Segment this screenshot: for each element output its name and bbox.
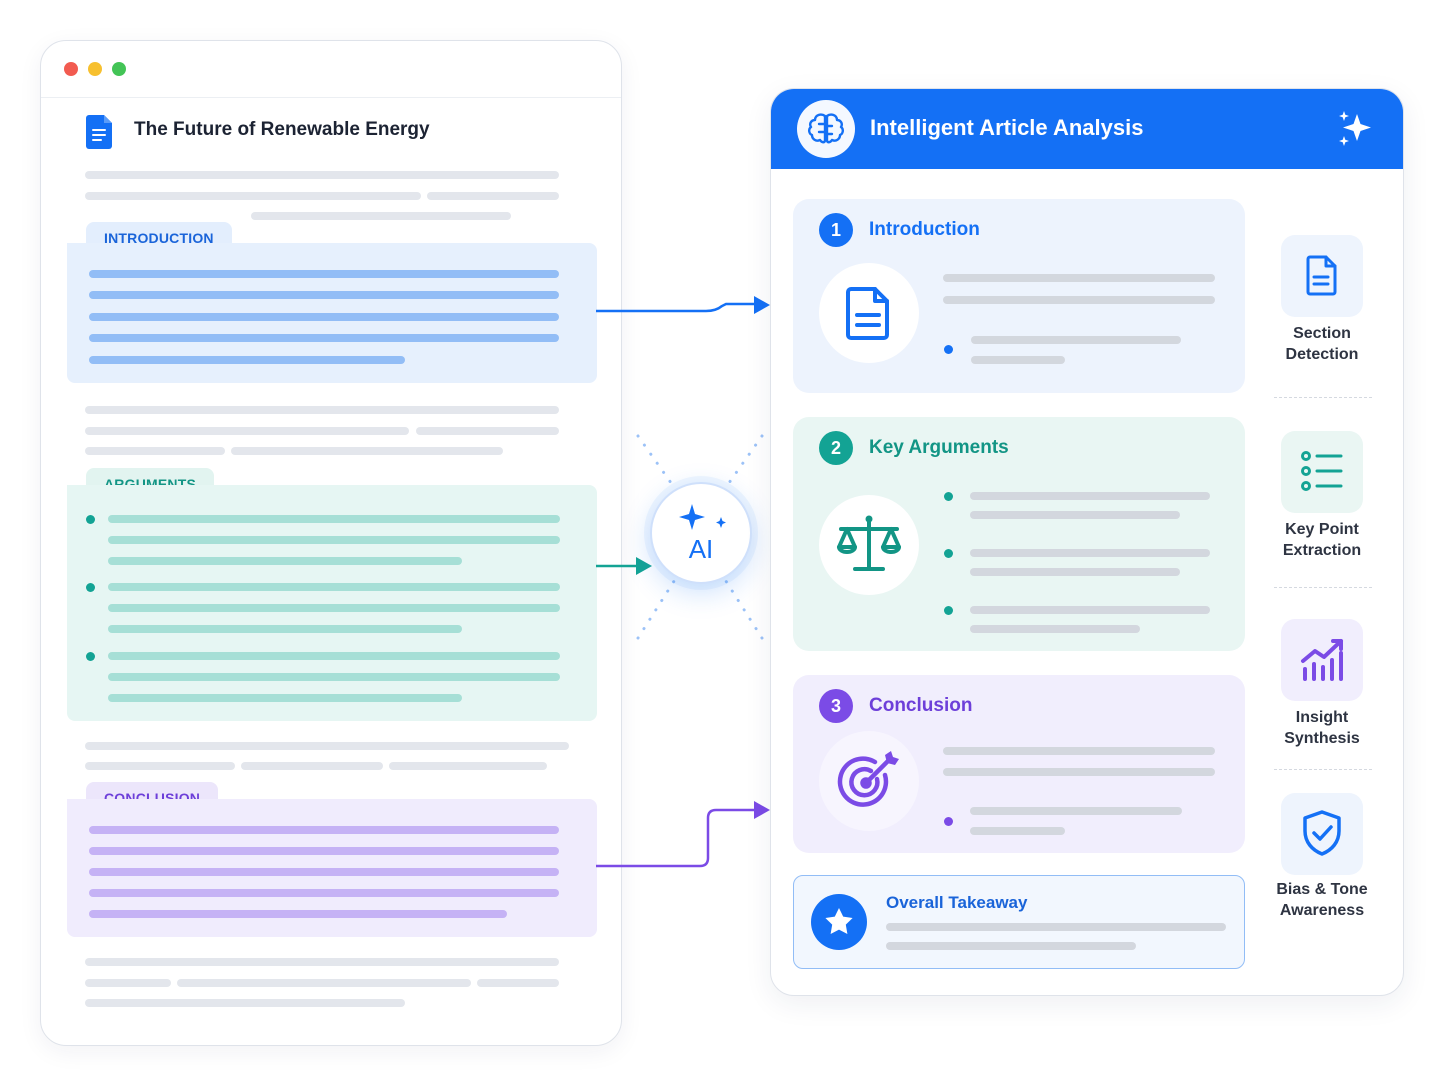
bias-tone-awareness-feature[interactable] bbox=[1281, 793, 1363, 875]
card-number: 1 bbox=[819, 213, 853, 247]
document-icon bbox=[819, 263, 919, 363]
section-detection-feature[interactable] bbox=[1281, 235, 1363, 317]
card-title: Conclusion bbox=[869, 695, 973, 716]
article-window: The Future of Renewable Energy INTRODUCT… bbox=[40, 40, 622, 1046]
panel-title: Intelligent Article Analysis bbox=[870, 115, 1144, 140]
list-icon bbox=[1301, 451, 1343, 491]
brain-icon bbox=[797, 100, 855, 158]
sparkles-icon bbox=[1339, 111, 1371, 146]
chart-icon bbox=[1301, 639, 1343, 681]
arguments-section bbox=[67, 485, 597, 721]
insight-synthesis-feature[interactable] bbox=[1281, 619, 1363, 701]
window-titlebar bbox=[41, 41, 621, 98]
panel-header: Intelligent Article Analysis bbox=[771, 89, 1403, 169]
card-title: Key Arguments bbox=[869, 437, 1009, 458]
ai-label: AI bbox=[688, 534, 714, 564]
sparkles-icon bbox=[679, 504, 726, 530]
shield-check-icon bbox=[1303, 810, 1341, 856]
key-arguments-card[interactable]: 2 Key Arguments bbox=[793, 417, 1245, 651]
key-point-extraction-feature[interactable] bbox=[1281, 431, 1363, 513]
scales-icon bbox=[819, 495, 919, 595]
overall-takeaway-card[interactable]: Overall Takeaway bbox=[793, 875, 1245, 969]
document-icon bbox=[1306, 255, 1337, 296]
card-title: Introduction bbox=[869, 219, 980, 240]
card-number: 2 bbox=[819, 431, 853, 465]
takeaway-title: Overall Takeaway bbox=[886, 893, 1028, 912]
star-icon bbox=[811, 894, 867, 950]
conclusion-card[interactable]: 3 Conclusion bbox=[793, 675, 1245, 853]
analysis-panel: Intelligent Article Analysis 1 Introduct… bbox=[770, 88, 1404, 996]
card-number: 3 bbox=[819, 689, 853, 723]
article-title: The Future of Renewable Energy bbox=[134, 119, 430, 140]
target-icon bbox=[819, 731, 919, 831]
minimize-dot[interactable] bbox=[88, 62, 102, 76]
document-icon bbox=[86, 115, 112, 149]
close-dot[interactable] bbox=[64, 62, 78, 76]
introduction-card[interactable]: 1 Introduction bbox=[793, 199, 1245, 393]
ai-badge: AI bbox=[650, 482, 752, 584]
maximize-dot[interactable] bbox=[112, 62, 126, 76]
